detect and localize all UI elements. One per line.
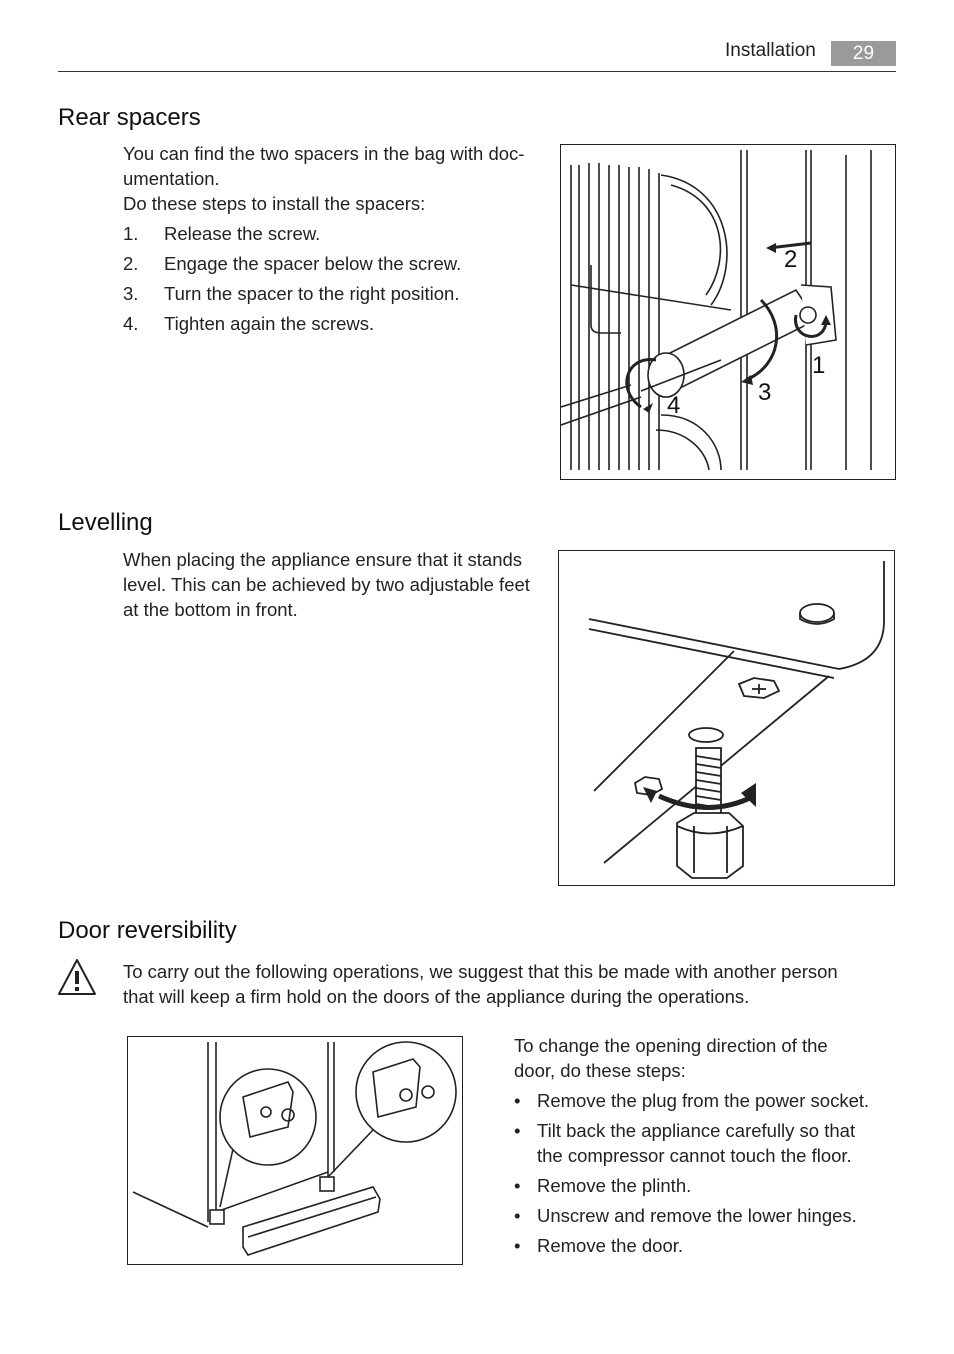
list-item: • Remove the door. [514,1235,684,1256]
bullet-dot: • [514,1175,521,1196]
rear-spacers-heading: Rear spacers [58,104,201,131]
warning-line: To carry out the following operations, w… [123,961,838,982]
page-number: 29 [831,41,896,66]
rear-spacers-intro-line-2: umentation. [123,168,220,189]
list-item: 3.Turn the spacer to the right position. [123,283,460,304]
levelling-text: When placing the appliance ensure that i… [123,547,548,622]
list-item: • Remove the plinth. [514,1175,692,1196]
figure-label-1: 1 [812,352,825,379]
rear-spacers-steps: 1.Release the screw. 2.Engage the spacer… [123,221,543,351]
door-reversibility-heading: Door reversibility [58,917,237,944]
door-intro-line: To change the opening direction of the [514,1035,828,1056]
list-item: 1.Release the screw. [123,223,321,244]
rear-spacers-intro: You can find the two spacers in the bag … [123,141,553,216]
figure-label-3: 3 [758,379,771,406]
door-intro: To change the opening direction of the d… [514,1033,904,1083]
levelling-heading: Levelling [58,509,153,536]
door-hinge-illustration [127,1036,463,1265]
bullet-dot: • [514,1205,521,1226]
list-item: 2.Engage the spacer below the screw. [123,253,462,274]
list-item: • Unscrew and remove the lower hinges. [514,1205,857,1226]
figure-label-4: 4 [667,392,680,419]
rear-spacers-intro-line-1: You can find the two spacers in the bag … [123,143,525,164]
levelling-line: When placing the appliance ensure that i… [123,549,523,570]
rear-spacers-illustration: 1 2 3 4 [560,144,896,480]
header-divider [58,71,896,72]
figure-label-2: 2 [784,246,797,273]
bullet-dot: • [514,1120,521,1141]
bullet-dot: • [514,1235,521,1256]
levelling-line: at the bottom in front. [123,599,298,620]
list-item: • Remove the plug from the power socket. [514,1090,870,1111]
header-section-title: Installation [725,40,816,61]
list-item: • Tilt back the appliance carefully so t… [514,1120,856,1166]
door-intro-line: door, do these steps: [514,1060,686,1081]
levelling-line: level. This can be achieved by two adjus… [123,574,530,595]
levelling-illustration [558,550,895,886]
rear-spacers-lead: Do these steps to install the spacers: [123,193,426,214]
door-warning-text: To carry out the following operations, w… [123,959,903,1009]
warning-line: that will keep a firm hold on the doors … [123,986,750,1007]
bullet-dot: • [514,1090,521,1111]
list-item: 4.Tighten again the screws. [123,313,375,334]
door-steps-list: • Remove the plug from the power socket.… [514,1088,914,1268]
warning-triangle-icon [57,957,97,997]
